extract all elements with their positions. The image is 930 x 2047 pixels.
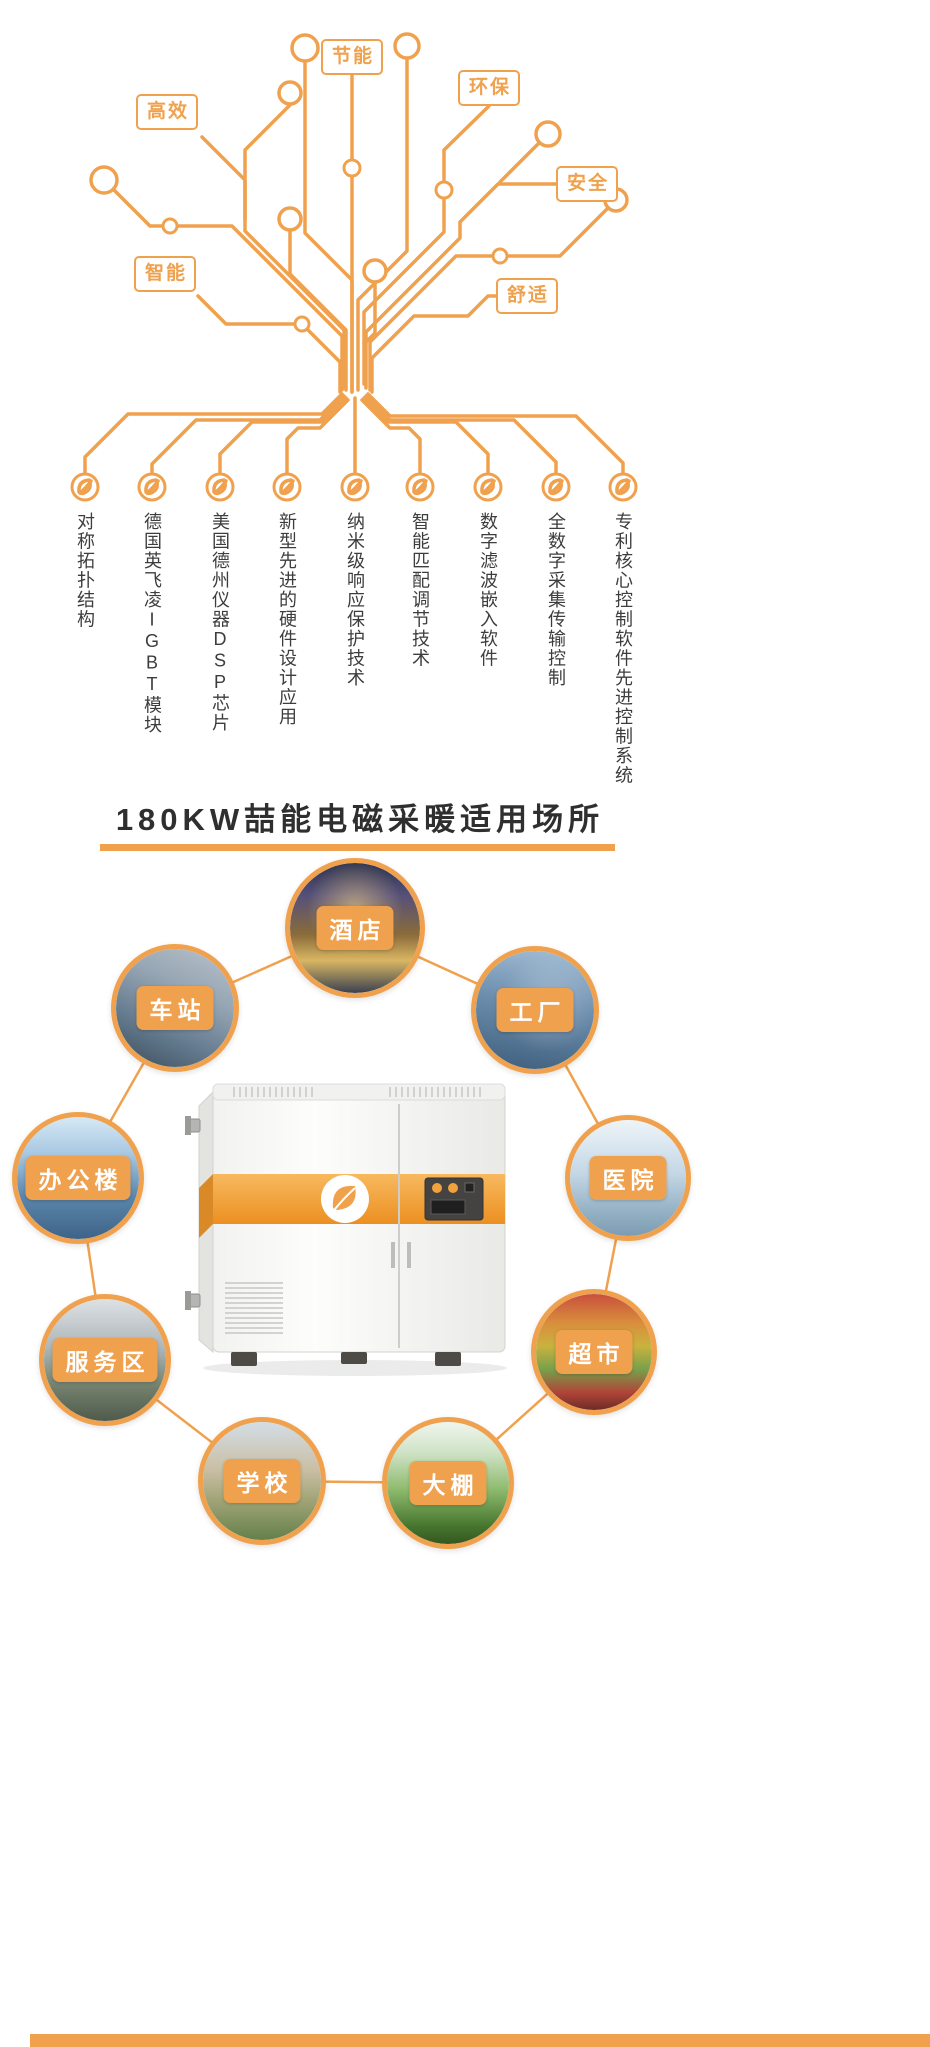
tag-energy-saving: 节能 xyxy=(321,39,383,75)
circuit-tree-graphic xyxy=(70,32,638,502)
app-circle-service-area: 服务区 xyxy=(39,1294,171,1426)
tag-high-efficiency: 高效 xyxy=(136,94,198,130)
app-circle-hotel: 酒店 xyxy=(285,858,425,998)
tag-smart: 智能 xyxy=(134,256,196,292)
app-label-supermarket: 超市 xyxy=(555,1330,633,1374)
brand-bean-icon xyxy=(541,472,571,502)
feature-digital-acquisition-control: 全数字采集传输控制 xyxy=(546,512,566,688)
feature-ti-dsp-chip: 美国德州仪器DSP芯片 xyxy=(210,512,230,733)
app-label-office-building: 办公楼 xyxy=(25,1156,131,1200)
app-circle-school: 学校 xyxy=(198,1417,326,1545)
feature-hardware-design: 新型先进的硬件设计应用 xyxy=(277,512,297,727)
app-label-factory: 工厂 xyxy=(496,988,574,1032)
feature-nano-response-protection: 纳米级响应保护技术 xyxy=(345,512,365,688)
app-circle-greenhouse: 大棚 xyxy=(382,1417,514,1549)
title-underline xyxy=(100,844,615,851)
brand-bean-icon xyxy=(272,472,302,502)
feature-infineon-igbt: 德国英飞凌IGBT模块 xyxy=(142,512,162,735)
app-label-school: 学校 xyxy=(223,1459,301,1503)
brand-bean-icon xyxy=(473,472,503,502)
app-circle-factory: 工厂 xyxy=(471,946,599,1074)
pipe-connections xyxy=(185,1116,201,1310)
tag-eco-friendly: 环保 xyxy=(458,70,520,106)
feature-digital-filter-software: 数字滤波嵌入软件 xyxy=(478,512,498,668)
tag-safety: 安全 xyxy=(556,166,618,202)
app-label-service-area: 服务区 xyxy=(52,1338,158,1382)
app-circle-hospital: 医院 xyxy=(565,1115,691,1241)
app-circle-station: 车站 xyxy=(111,944,239,1072)
brand-logo-icon xyxy=(321,1175,369,1223)
brand-bean-icon xyxy=(70,472,100,502)
brand-bean-icon xyxy=(608,472,638,502)
bottom-accent-bar xyxy=(30,2034,930,2047)
product-cabinet-graphic xyxy=(185,1083,507,1376)
app-label-hotel: 酒店 xyxy=(316,906,394,950)
tag-comfort: 舒适 xyxy=(496,278,558,314)
app-circle-office-building: 办公楼 xyxy=(12,1112,144,1244)
control-panel xyxy=(424,1177,484,1221)
app-label-greenhouse: 大棚 xyxy=(409,1461,487,1505)
app-label-station: 车站 xyxy=(136,986,214,1030)
app-circle-supermarket: 超市 xyxy=(531,1289,657,1415)
brand-bean-icon xyxy=(205,472,235,502)
brand-bean-icon xyxy=(405,472,435,502)
feature-smart-matching: 智能匹配调节技术 xyxy=(410,512,430,668)
app-label-hospital: 医院 xyxy=(589,1156,667,1200)
section-title: 180KW喆能电磁采暖适用场所 xyxy=(115,802,605,837)
brand-bean-icon xyxy=(340,472,370,502)
feature-patented-control-system: 专利核心控制软件先进控制系统 xyxy=(613,512,633,785)
feature-symmetric-topology: 对称拓扑结构 xyxy=(75,512,95,629)
brand-bean-icon xyxy=(137,472,167,502)
